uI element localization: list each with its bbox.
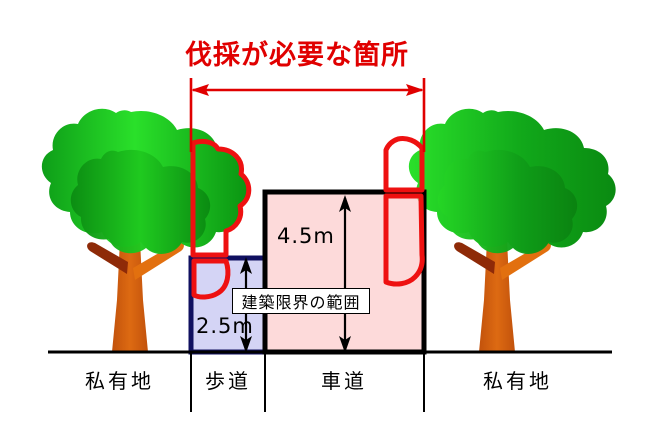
arrow-4-5m-head-bottom [339,336,351,353]
sidewalk-height-label: 2.5m [196,314,254,338]
cutting-span-arrow-group [189,78,426,152]
tree-left [41,108,249,352]
ground-label-private-land-left: 私有地 [85,369,154,393]
page-title: 伐採が必要な箇所 [185,40,409,71]
ground-lines [48,350,612,412]
tree-left-canopy [41,108,249,254]
ground-label-roadway: 車道 [321,369,367,393]
ground-label-sidewalk: 歩道 [205,369,251,393]
arrow-2-5m-head-bottom [240,336,252,353]
arrow-2-5m-head-top [240,257,252,274]
building-limit-label-text: 建築限界の範囲 [241,293,361,312]
tree-right-canopy [408,108,616,254]
height-dimension-arrows [240,195,351,353]
building-limit-label-box: 建築限界の範囲 [232,288,370,314]
tree-right [408,108,616,352]
span-arrowhead-left [191,84,209,96]
ground-label-private-land-right: 私有地 [483,369,552,393]
cutting-zone-outlines [190,136,425,300]
roadway-height-label: 4.5m [277,224,335,248]
span-arrowhead-right [406,84,424,96]
arrow-4-5m-head-top [339,195,351,212]
